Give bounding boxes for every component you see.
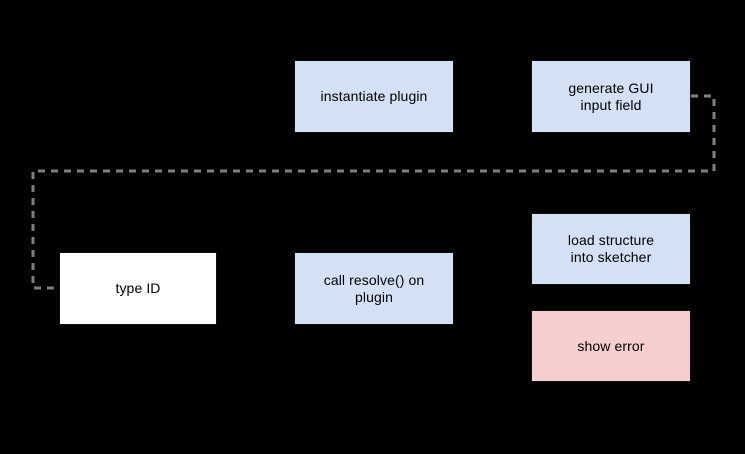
node-type-id-label: type ID bbox=[115, 280, 161, 296]
node-show-error-label: show error bbox=[577, 337, 645, 354]
node-type-id[interactable]: type ID bbox=[59, 252, 217, 325]
node-instantiate-plugin-label: instantiate plugin bbox=[320, 88, 428, 104]
node-load-structure-into-sketcher[interactable]: load structure into sketcher bbox=[531, 213, 691, 285]
node-generate-gui-input-field[interactable]: generate GUI input field bbox=[531, 60, 691, 133]
node-call-resolve-on-plugin-label: call resolve() on plugin bbox=[323, 271, 425, 305]
node-show-error[interactable]: show error bbox=[531, 310, 691, 382]
node-instantiate-plugin[interactable]: instantiate plugin bbox=[294, 60, 454, 133]
node-call-resolve-on-plugin[interactable]: call resolve() on plugin bbox=[294, 252, 454, 325]
node-generate-gui-input-field-label: generate GUI input field bbox=[568, 79, 654, 113]
node-load-structure-into-sketcher-label: load structure into sketcher bbox=[567, 232, 655, 265]
